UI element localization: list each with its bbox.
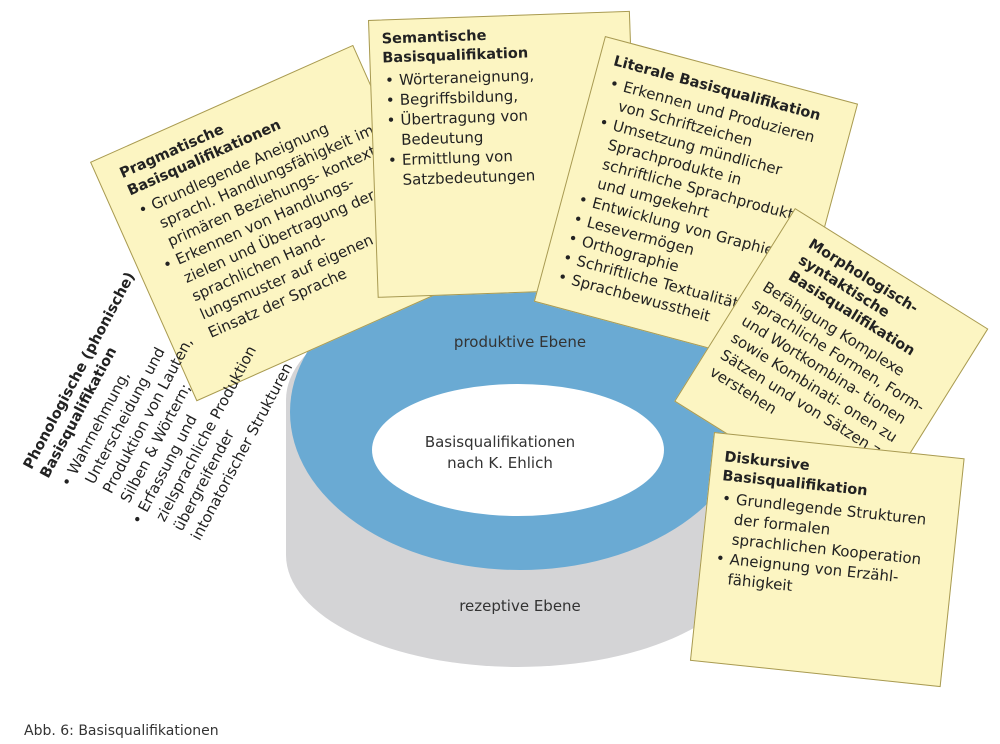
center-title-line1: Basisqualifikationen: [424, 433, 576, 451]
center-title-line2: nach K. Ehlich: [447, 454, 553, 472]
center-ellipse: [372, 384, 664, 516]
receptive-level-label: rezeptive Ebene: [459, 597, 581, 615]
card-semantic-list: Wörteraneignung, Begriffsbildung, Übertr…: [383, 64, 563, 190]
list-item: Übertragung von Bedeutung: [400, 104, 561, 150]
card-discursive: Diskursive Basisqualifikation Grundlegen…: [689, 432, 965, 688]
center-title: Basisqualifikationen nach K. Ehlich: [380, 432, 620, 474]
productive-level-label: produktive Ebene: [453, 333, 587, 351]
figure-caption: Abb. 6: Basisqualifikationen: [24, 723, 219, 739]
list-item: Ermittlung von Satzbedeutungen: [402, 144, 563, 190]
card-discursive-list: Grundlegende Strukturen der formalen spr…: [711, 488, 932, 610]
